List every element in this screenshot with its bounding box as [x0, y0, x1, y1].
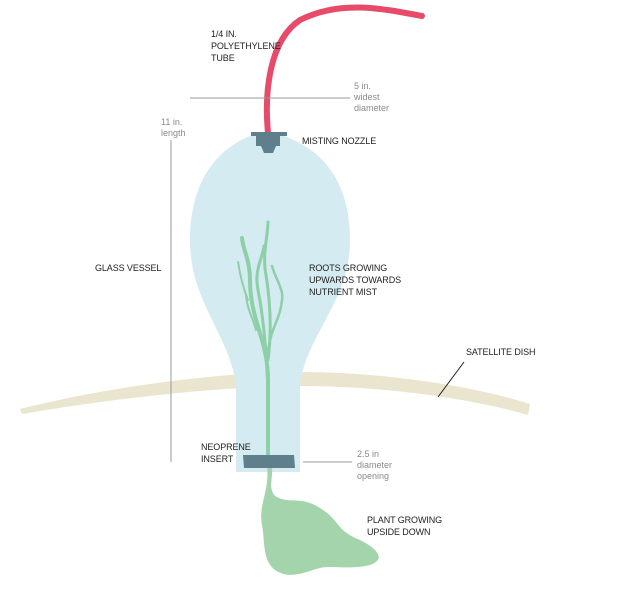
neoprene-insert-label: NEOPRENE INSERT	[201, 442, 251, 464]
roots-label: ROOTS GROWING UPWARDS TOWARDS NUTRIENT M…	[309, 263, 402, 297]
plant-label: PLANT GROWING UPSIDE DOWN	[367, 515, 443, 537]
satellite-dish	[20, 372, 530, 415]
widest-diameter-text: 5 in. widest diameter	[354, 81, 390, 113]
roots	[237, 220, 284, 462]
glass-vessel-label: GLASS VESSEL	[95, 263, 162, 273]
polyethylene-tube	[263, 4, 425, 136]
opening-text: 2.5 in diameter opening	[357, 449, 393, 481]
misting-nozzle	[251, 132, 287, 153]
satellite-dish-label: SATELLITE DISH	[466, 347, 536, 357]
length-text: 11 in. length	[161, 117, 186, 138]
satellite-dish-leader	[437, 361, 465, 398]
plant	[261, 466, 379, 575]
misting-nozzle-label: MISTING NOZZLE	[302, 136, 377, 146]
tube-label: 1/4 in. POLYETHYLENE TUBE	[211, 29, 281, 63]
neoprene-insert	[243, 455, 295, 468]
